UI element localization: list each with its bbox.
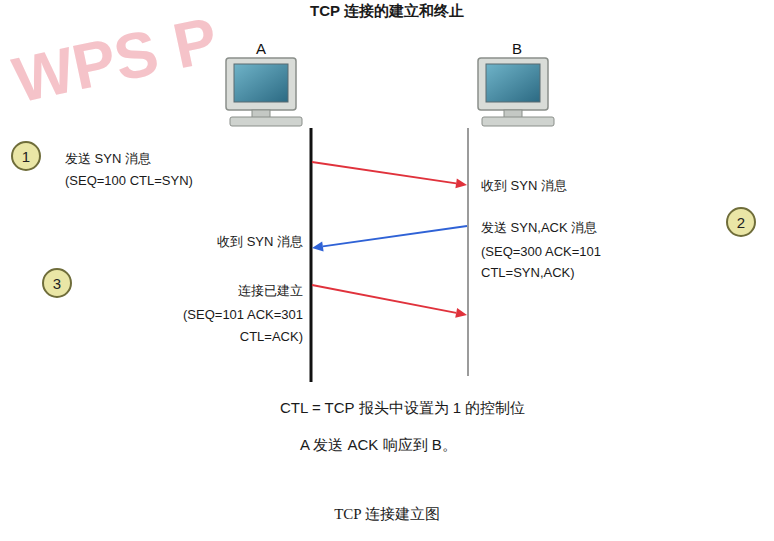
message-label: 收到 SYN 消息 [481,177,567,195]
arrow-head [455,178,467,188]
watermark: WPS P [6,0,224,120]
computer-icon [226,58,302,126]
arrow-line [312,162,456,183]
message-params: (SEQ=101 ACK=301 CTL=ACK) [153,304,303,348]
arrow-head [455,308,467,318]
message-arrow [312,285,467,318]
lifeline [467,128,469,376]
message-label: 收到 SYN 消息 [163,233,303,251]
host-name: B [477,40,557,57]
host-name: A [222,40,300,57]
callout-text: 2 [737,214,745,231]
message-params: (SEQ=100 CTL=SYN) [65,172,193,190]
callout-text: 1 [22,148,30,165]
message-label: 发送 SYN 消息 [65,150,151,168]
arrow-line [312,285,456,313]
message-arrow [312,162,467,188]
arrow-head [312,242,324,252]
callout-number: 1 [11,141,41,171]
title: TCP 连接的建立和终止 [0,2,774,20]
callout-number: 3 [42,268,72,298]
note: CTL = TCP 报头中设置为 1 的控制位 [280,398,525,417]
callout-number: 2 [726,207,756,237]
lifeline [310,128,313,382]
message-label: 发送 SYN,ACK 消息 [481,219,597,237]
note: A 发送 ACK 响应到 B。 [300,435,457,454]
caption: TCP 连接建立图 [0,505,774,523]
message-arrow [312,226,467,251]
computer-icon [478,58,554,126]
host-computer: B [467,40,557,385]
message-params: (SEQ=300 ACK=101 CTL=SYN,ACK) [481,241,631,283]
message-label: 连接已建立 [163,282,303,300]
callout-text: 3 [53,275,61,292]
arrow-line [323,226,467,246]
host-computer: A [222,40,312,385]
